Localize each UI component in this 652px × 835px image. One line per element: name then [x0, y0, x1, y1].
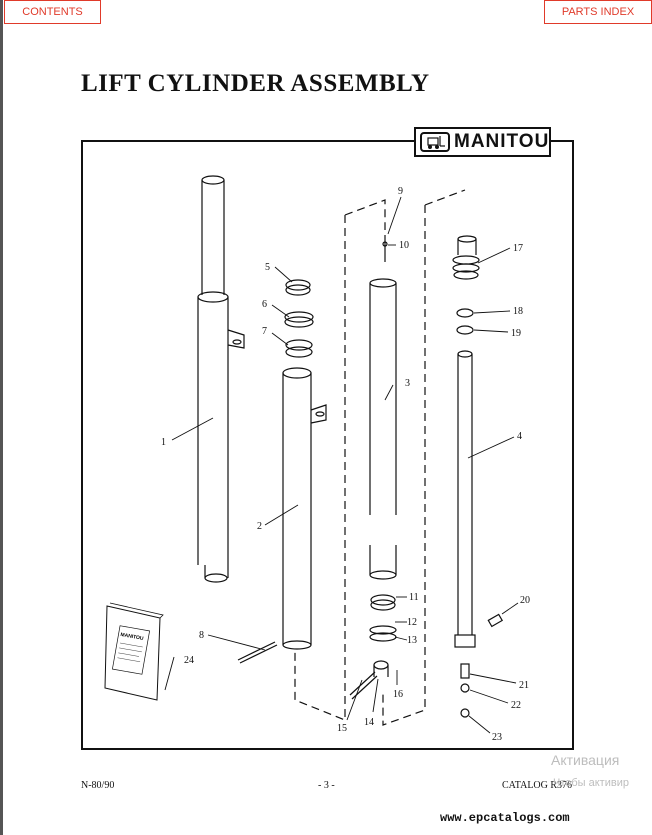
page-edge	[0, 0, 3, 835]
callout-14: 14	[364, 717, 374, 728]
callout-13: 13	[407, 635, 417, 646]
activation-watermark-line2: Чтобы активир	[553, 777, 629, 789]
callout-22: 22	[511, 700, 521, 711]
manual-label: MANITOU	[120, 632, 144, 642]
diagram-frame	[81, 140, 574, 750]
manitou-logo: MANITOU	[414, 127, 551, 157]
part-1-drawing	[197, 175, 245, 583]
callout-12: 12	[407, 617, 417, 628]
footer-page-number: - 3 -	[318, 780, 335, 791]
forklift-icon	[420, 132, 450, 152]
callout-15: 15	[337, 723, 347, 734]
footer-model: N-80/90	[81, 780, 115, 791]
callout-6: 6	[262, 299, 267, 310]
part-3-drawing	[369, 278, 397, 580]
page-title: LIFT CYLINDER ASSEMBLY	[81, 70, 430, 97]
callout-9: 9	[398, 186, 403, 197]
callout-17: 17	[513, 243, 523, 254]
callout-24: 24	[184, 655, 194, 666]
callout-19: 19	[511, 328, 521, 339]
manual-booklet: MANITOU	[104, 602, 164, 701]
callout-5: 5	[265, 262, 270, 273]
callout-18: 18	[513, 306, 523, 317]
callout-10: 10	[399, 240, 409, 251]
callout-16: 16	[393, 689, 403, 700]
callout-11: 11	[409, 592, 419, 603]
callout-21: 21	[519, 680, 529, 691]
callout-20: 20	[520, 595, 530, 606]
activation-watermark-line1: Активация	[551, 752, 620, 768]
site-url[interactable]: www.epcatalogs.com	[440, 811, 570, 825]
part-4-drawing	[454, 350, 476, 648]
callout-2: 2	[257, 521, 262, 532]
callout-23: 23	[492, 732, 502, 743]
footer-catalog: CATALOG R376	[502, 780, 573, 791]
callout-8: 8	[199, 630, 204, 641]
part-2-drawing	[282, 367, 327, 650]
contents-button[interactable]: CONTENTS	[4, 0, 101, 24]
callout-3: 3	[405, 378, 410, 389]
callout-7: 7	[262, 326, 267, 337]
callout-4: 4	[517, 431, 522, 442]
parts-index-button[interactable]: PARTS INDEX	[544, 0, 652, 24]
logo-text: MANITOU	[454, 131, 550, 152]
callout-1: 1	[161, 437, 166, 448]
